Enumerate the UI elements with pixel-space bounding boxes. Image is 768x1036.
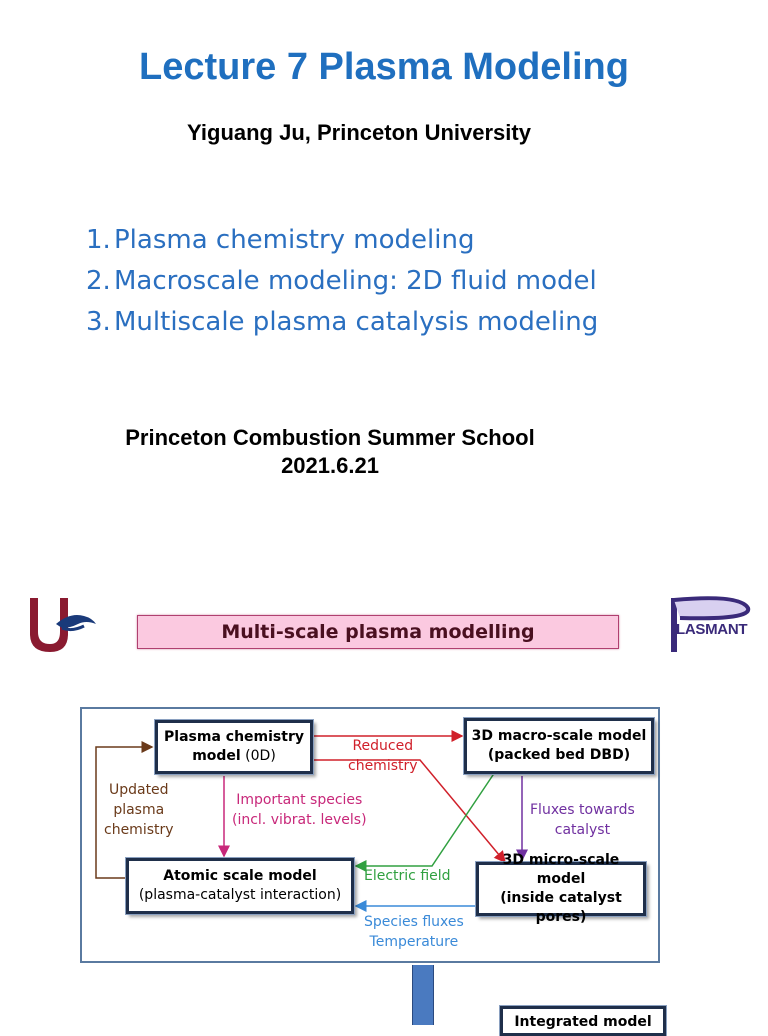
event-date: 2021.6.21 [281, 453, 379, 478]
university-logo-icon [30, 598, 96, 652]
outline-list: 1.Plasma chemistry modeling 2.Macroscale… [86, 222, 598, 345]
node-micro-scale: 3D micro-scale model (inside catalyst po… [476, 852, 646, 925]
outline-item: 1.Plasma chemistry modeling [86, 222, 598, 263]
outline-item: 3.Multiscale plasma catalysis modeling [86, 304, 598, 345]
arrow-atomic-to-chem [95, 741, 154, 879]
outline-item: 2.Macroscale modeling: 2D fluid model [86, 263, 598, 304]
label-important-species: Important species (incl. vibrat. levels) [232, 792, 367, 828]
slide-title: Lecture 7 Plasma Modeling [139, 46, 629, 88]
node-atomic-scale: Atomic scale model (plasma-catalyst inte… [126, 858, 354, 914]
figure-banner: Multi-scale plasma modelling [137, 615, 619, 649]
node-line: 3D macro-scale model [471, 728, 647, 744]
node-line: (plasma-catalyst interaction) [138, 887, 342, 903]
label-reduced-chemistry: Reduced chemistry [348, 738, 418, 774]
node-line: Plasma chemistry [164, 729, 304, 745]
node-line: (inside catalyst pores) [500, 890, 622, 925]
node-line: model [192, 748, 241, 764]
outline-text: Macroscale modeling: 2D fluid model [114, 266, 597, 296]
label-species-fluxes: Species fluxes Temperature [364, 914, 464, 950]
label-fluxes-towards-catalyst: Fluxes towards catalyst [530, 802, 635, 838]
arrow-macro-to-atomic [354, 771, 496, 872]
connector-bar [412, 965, 434, 1025]
label-updated-chemistry: Updated plasma chemistry [104, 782, 174, 838]
author-line: Yiguang Ju, Princeton University [187, 120, 531, 145]
arrow-chem-to-micro [314, 759, 506, 864]
event-info: Princeton Combustion Summer School 2021.… [0, 424, 660, 480]
node-line: (packed bed DBD) [487, 747, 631, 763]
outline-text: Plasma chemistry modeling [114, 225, 475, 255]
node-line: 3D micro-scale model [502, 852, 620, 887]
outline-number: 3. [86, 307, 111, 337]
node-line: Atomic scale model [163, 868, 317, 884]
outline-number: 1. [86, 225, 111, 255]
outline-number: 2. [86, 266, 111, 296]
node-macro-scale: 3D macro-scale model (packed bed DBD) [464, 718, 654, 774]
label-electric-field: Electric field [364, 868, 451, 884]
outline-text: Multiscale plasma catalysis modeling [114, 307, 599, 337]
event-name: Princeton Combustion Summer School [125, 425, 535, 450]
node-plasma-chemistry: Plasma chemistry model (0D) [155, 720, 313, 774]
node-integrated-model: Integrated model [500, 1006, 666, 1036]
node-line: (0D) [240, 748, 276, 764]
plasmant-logo-icon [671, 596, 751, 652]
plasmant-logo-text: LASMANT [676, 621, 748, 638]
